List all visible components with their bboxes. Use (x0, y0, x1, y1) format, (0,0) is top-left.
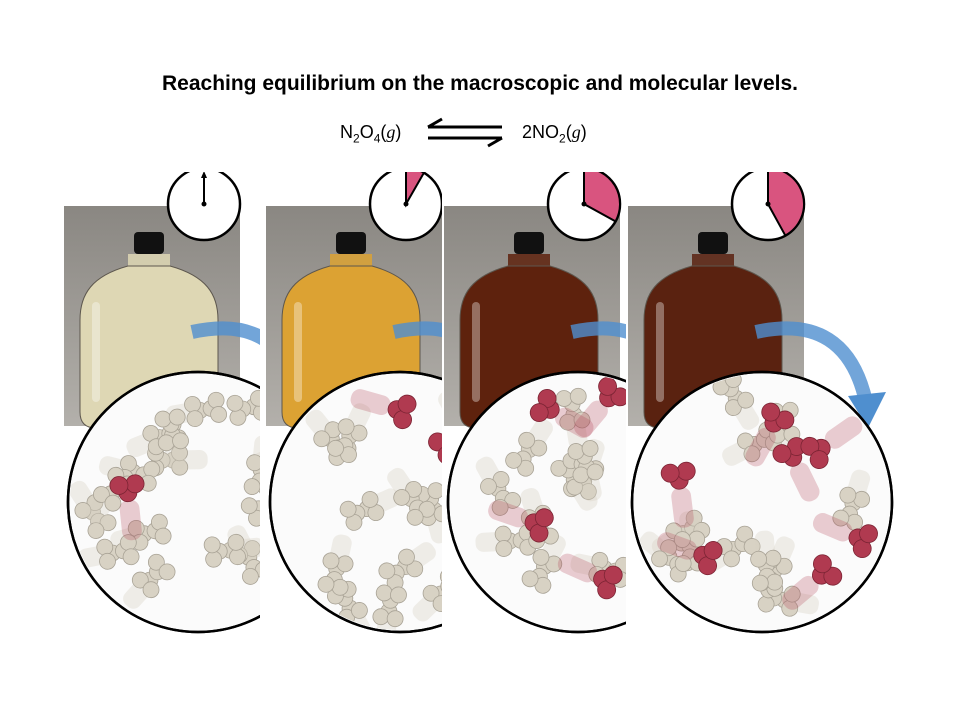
elapsed-time-wedge (583, 172, 621, 223)
clock-icon (166, 172, 242, 242)
no2-molecule (812, 513, 878, 559)
no2-molecule (772, 437, 820, 502)
n2o4-molecule (243, 435, 260, 497)
n2o4-molecule (555, 387, 591, 450)
molecular-view (268, 370, 442, 634)
n2o4-molecule (412, 568, 442, 622)
n2o4-molecule (240, 494, 260, 527)
n2o4-molecule (387, 467, 436, 526)
n2o4-molecule (372, 584, 407, 630)
n2o4-molecule (750, 530, 784, 592)
no2-molecule (428, 432, 442, 465)
n2o4-molecule (712, 374, 760, 430)
n2o4-molecule (226, 389, 260, 426)
molecular-view (630, 370, 894, 634)
n2o4-molecule (567, 440, 604, 502)
no2-molecule (529, 389, 594, 439)
n2o4-molecule (832, 469, 871, 531)
reactant-formula: N2O4(g) (340, 122, 402, 146)
zoom-arrow-icon (190, 321, 260, 346)
n2o4-molecule (123, 553, 176, 609)
zoom-arrow-icon (392, 321, 442, 339)
bottle-cap (134, 232, 164, 254)
page-title: Reaching equilibrium on the macroscopic … (161, 72, 798, 95)
no2-molecule (109, 474, 145, 541)
stage-2-panel (266, 172, 442, 652)
n2o4-molecule (203, 533, 260, 568)
no2-molecule (745, 402, 795, 467)
no2-molecule (557, 553, 623, 600)
chemical-equation: N2O4(g) 2NO2(g) (0, 116, 960, 156)
molecular-view (66, 370, 260, 634)
product-formula: 2NO2(g) (522, 122, 587, 146)
n2o4-molecule (70, 480, 117, 539)
stage-4-panel (628, 172, 900, 652)
n2o4-molecule (673, 511, 706, 572)
elapsed-time-wedge (767, 172, 805, 237)
no2-molecule (488, 500, 554, 543)
elapsed-time-wedge (405, 172, 426, 208)
n2o4-molecule (154, 408, 189, 470)
clock-icon (546, 172, 622, 242)
stage-1-panel (64, 172, 260, 652)
no2-molecule (574, 377, 626, 438)
bottle-cap (336, 232, 366, 254)
n2o4-molecule (317, 534, 354, 596)
zoom-arrow-icon (754, 321, 886, 428)
clock-icon (368, 172, 442, 242)
n2o4-molecule (505, 418, 553, 477)
no2-molecule (800, 416, 863, 469)
n2o4-molecule (475, 456, 522, 516)
bottle-cap (514, 232, 544, 254)
n2o4-molecule (327, 403, 371, 464)
n2o4-molecule (570, 551, 626, 588)
bottle-cap (698, 232, 728, 254)
equilibrium-arrows-icon (427, 117, 503, 148)
n2o4-molecule (78, 534, 140, 570)
no2-molecule (782, 554, 843, 610)
zoom-arrow-icon (570, 321, 626, 339)
no2-molecule (660, 461, 696, 528)
no2-molecule (657, 532, 723, 576)
n2o4-molecule (378, 542, 436, 592)
molecular-view (446, 370, 626, 634)
n2o4-molecule (339, 488, 400, 531)
stage-3-panel (444, 172, 626, 652)
clock-icon (730, 172, 806, 242)
no2-molecule (350, 389, 417, 430)
